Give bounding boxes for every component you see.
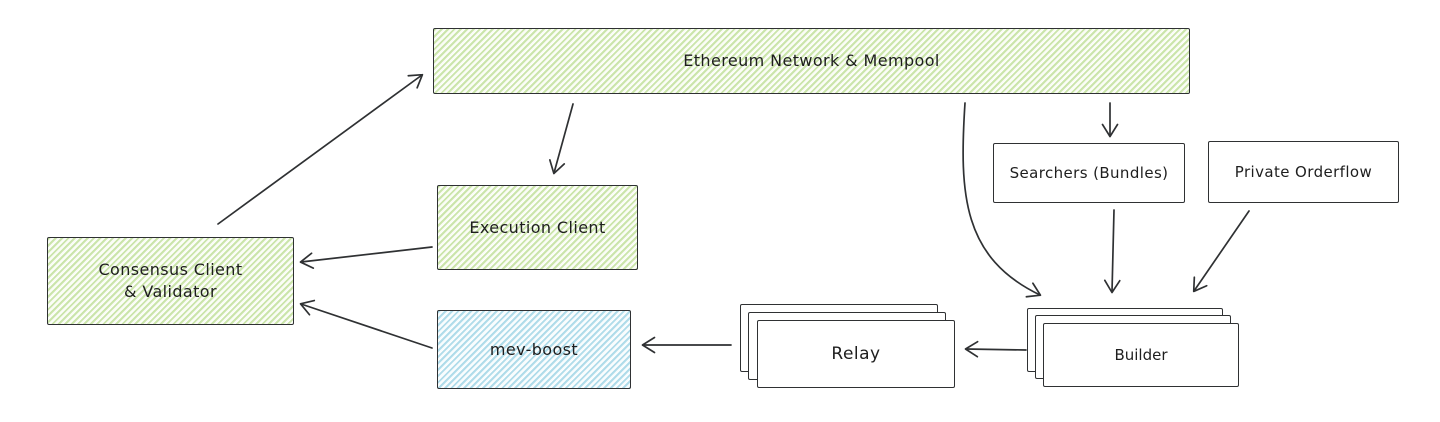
node-label-line2: & Validator (124, 282, 217, 301)
node-consensus-client-validator: Consensus Client & Validator (47, 237, 294, 325)
node-searchers-bundles: Searchers (Bundles) (993, 143, 1185, 203)
arrow-orderflow-to-builder (1192, 210, 1250, 293)
node-ethereum-network-mempool: Ethereum Network & Mempool (433, 28, 1190, 94)
node-label: Searchers (Bundles) (1009, 163, 1169, 182)
arrow-mevboost-to-consensus (299, 299, 433, 349)
relay-sheet-front: Relay (757, 320, 955, 388)
node-label: Builder (1114, 346, 1168, 364)
node-label-line1: Consensus Client (98, 260, 243, 280)
node-execution-client: Execution Client (437, 185, 638, 270)
node-label: mev-boost (489, 339, 579, 359)
node-mev-boost: mev-boost (437, 310, 631, 389)
builder-sheet-front: Builder (1043, 323, 1239, 387)
arrow-searchers-to-builder (1103, 209, 1121, 294)
node-label: Private Orderflow (1234, 162, 1373, 181)
node-label: Relay (831, 344, 881, 364)
arrow-consensus-to-ethereum (217, 73, 424, 225)
node-relay-stack: Relay (740, 304, 956, 389)
node-builder-stack: Builder (1027, 308, 1239, 388)
arrow-execution-to-consensus (299, 246, 433, 269)
arrow-ethereum-to-execution (548, 103, 574, 175)
node-label: Execution Client (469, 217, 606, 237)
node-label: Ethereum Network & Mempool (683, 51, 940, 71)
node-private-orderflow: Private Orderflow (1208, 141, 1399, 203)
arrow-builder-to-relay (964, 340, 1027, 358)
